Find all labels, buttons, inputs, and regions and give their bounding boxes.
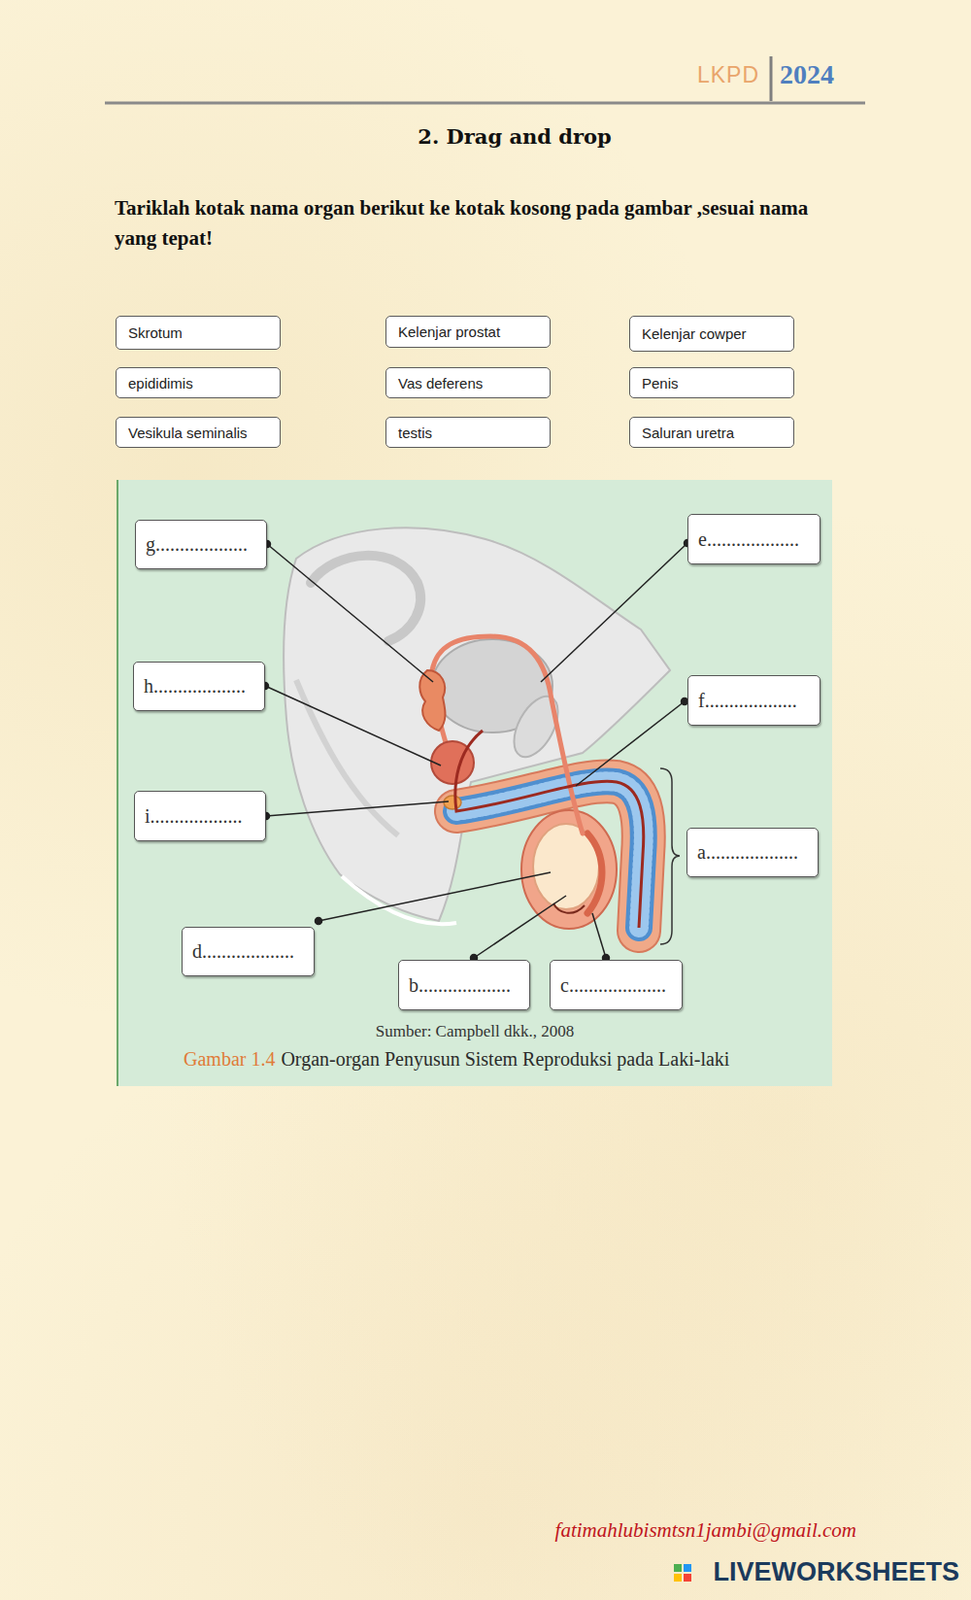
organ-name-card: Penis [629, 367, 795, 399]
sacrum-outline [310, 555, 421, 641]
leader-line [265, 685, 441, 766]
organ-name-card: Vas deferens [385, 367, 551, 399]
organ-name-card: testis [385, 416, 551, 448]
organ-name-card: Saluran uretra [629, 416, 795, 448]
node-text: a................... [697, 840, 799, 864]
epididymis-detail [553, 903, 585, 913]
answer-blank-box: a................... [686, 827, 819, 877]
answer-blank-box: g................... [134, 519, 268, 570]
penis-bracket [660, 768, 680, 944]
leader-line [592, 912, 606, 958]
source-note: Sumber: Campbell dkk., 2008 [117, 1021, 833, 1041]
node-text: d................... [192, 939, 295, 963]
urethra-line [455, 730, 644, 928]
figure-number: Gambar 1.4 [183, 1047, 275, 1071]
seminal-vesicle-shape [419, 669, 445, 731]
figure-caption: Organ-organ Penyusun Sistem Reproduksi p… [280, 1047, 730, 1071]
node-text: g................... [145, 533, 248, 556]
answer-blank-box: h................... [133, 661, 266, 711]
logo-square [683, 1573, 692, 1581]
leader-line [540, 542, 688, 682]
node-text: i................... [144, 804, 243, 828]
organ-name-card: Kelenjar prostat [385, 315, 551, 348]
answer-blank-box: d................... [181, 926, 315, 976]
scrotum-shape [521, 809, 617, 929]
leader-line [473, 895, 567, 958]
thigh-outline [341, 875, 457, 924]
organ-name-card: Skrotum [115, 315, 281, 350]
cowper-gland-shape [443, 795, 462, 809]
node-text: b................... [408, 973, 511, 997]
instruction-text: Tariklah kotak nama organ berikut ke kot… [114, 193, 843, 254]
header-tag: LKPD [669, 62, 760, 89]
organ-name-card: epididimis [115, 367, 281, 399]
node-text: epididimis [128, 374, 194, 392]
logo-square [683, 1563, 692, 1572]
leader-line [575, 701, 685, 786]
node-text: testis [398, 424, 433, 441]
leader-line [267, 543, 434, 682]
site-watermark: LIVEWORKSHEETS [712, 1556, 960, 1587]
leader-line [318, 871, 551, 921]
node-text: Penis [641, 374, 679, 392]
figure-panel-edge [116, 479, 119, 1086]
answer-blank-box: c.................... [549, 959, 683, 1010]
organ-name-card: Vesikula seminalis [115, 416, 281, 448]
answer-blank-box: b................... [398, 959, 531, 1010]
header-rule [104, 101, 866, 105]
node-text: h................... [143, 674, 246, 698]
node-text: c.................... [560, 973, 667, 997]
leader-line [266, 801, 449, 816]
answer-blank-box: i................... [133, 790, 267, 841]
node-text: Kelenjar cowper [641, 325, 747, 342]
author-email: fatimahlubismtsn1jambi@gmail.com [466, 1517, 857, 1542]
answer-blank-box: e................... [687, 513, 821, 565]
leader-dot [315, 917, 323, 925]
node-text: Kelenjar prostat [398, 323, 501, 340]
logo-square [673, 1573, 682, 1581]
figure-panel [117, 479, 833, 1086]
node-text: Saluran uretra [641, 424, 735, 441]
worksheet-title: 2. Drag and drop [320, 124, 709, 149]
header-divider [770, 56, 773, 101]
answer-blank-box: f................... [687, 674, 821, 726]
node-text: Vesikula seminalis [128, 424, 248, 441]
node-text: f................... [698, 689, 798, 712]
organ-name-card: Kelenjar cowper [629, 315, 795, 352]
node-text: Vas deferens [398, 374, 483, 392]
epididymis-shape [587, 833, 603, 913]
header-year: 2024 [779, 59, 835, 91]
penis-skin-outline [456, 780, 644, 931]
node-text: e................... [698, 528, 800, 551]
node-text: Skrotum [128, 324, 183, 341]
penis-skin [456, 780, 644, 931]
logo-square [673, 1563, 682, 1572]
leader-lines [262, 539, 692, 962]
